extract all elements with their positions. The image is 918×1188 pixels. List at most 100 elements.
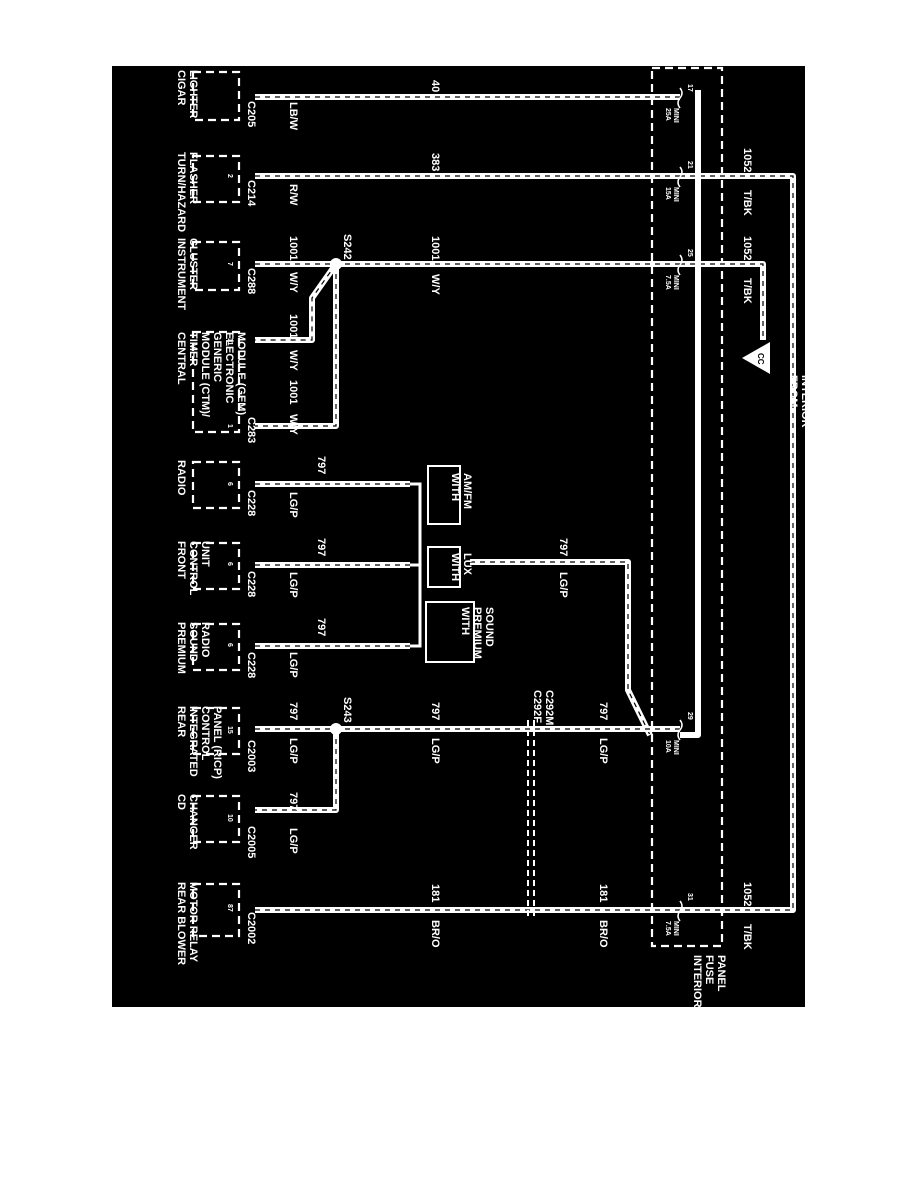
- source-label: FROM INTERIOR FUSE PANEL: [787, 375, 823, 444]
- option-premium-sound: WITHPREMIUMSOUND: [425, 601, 495, 663]
- svg-text:31: 31: [686, 893, 693, 901]
- svg-text:1001: 1001: [287, 380, 299, 404]
- feed-wire-labels: 1052 T/BK 1052 T/BK 1052 T/BK: [741, 148, 753, 950]
- svg-text:LB/W: LB/W: [287, 102, 299, 131]
- svg-text:1052: 1052: [741, 148, 753, 172]
- svg-text:10: 10: [226, 814, 233, 822]
- component-turn-hazard-flasher: 2 C214 TURN/HAZARDFLASHER: [175, 152, 257, 232]
- svg-text:797: 797: [287, 702, 299, 720]
- svg-text:C205: C205: [245, 101, 257, 127]
- svg-text:797: 797: [315, 538, 327, 556]
- svg-text:C228: C228: [245, 652, 257, 678]
- svg-text:C228: C228: [245, 571, 257, 597]
- component-cd-changer: 10 C2005 CDCHANGER: [175, 794, 257, 858]
- svg-text:797: 797: [315, 618, 327, 636]
- svg-text:7: 7: [226, 262, 233, 266]
- svg-text:W/Y: W/Y: [287, 414, 299, 435]
- svg-text:CC: CC: [756, 353, 765, 365]
- svg-text:2: 2: [226, 174, 233, 178]
- svg-text:6: 6: [226, 562, 233, 566]
- component-instrument-cluster: 7 C288 INSTRUMENTCLUSTER: [175, 238, 257, 310]
- svg-text:RADIO: RADIO: [175, 460, 187, 496]
- svg-text:25AMINI: 25AMINI: [664, 108, 679, 123]
- fuse-25: 25 7.5AMINI: [664, 249, 693, 290]
- svg-text:S243: S243: [341, 697, 353, 723]
- svg-text:21: 21: [686, 161, 693, 169]
- svg-text:17: 17: [686, 84, 693, 92]
- svg-text:CIGARLIGHTER: CIGARLIGHTER: [175, 70, 199, 118]
- component-cigar-lighter: C205 CIGARLIGHTER: [175, 70, 257, 127]
- option-bracket: [410, 482, 422, 648]
- svg-text:LG/P: LG/P: [597, 738, 609, 764]
- svg-text:S242: S242: [341, 234, 353, 260]
- svg-text:CENTRAL TIMER MODU: CENTRAL TIMER MODULE (CTM)/ GENERIC ELEC…: [175, 332, 247, 420]
- component-rear-integrated-control-panel: 15 C2003 REARINTEGRATEDCONTROLPANEL (RIC…: [175, 706, 257, 779]
- svg-text:1052: 1052: [741, 882, 753, 906]
- svg-text:T/BK: T/BK: [741, 278, 753, 304]
- cc-source-badge: CC: [742, 342, 770, 374]
- svg-text:C292M: C292M: [543, 690, 555, 725]
- component-premium-sound-radio: 6 C228 PREMIUMSOUNDRADIO: [175, 622, 257, 678]
- svg-text:C228: C228: [245, 490, 257, 516]
- svg-text:INSTRUMENTCLUSTER: INSTRUMENTCLUSTER: [175, 238, 199, 310]
- svg-text:C283: C283: [245, 417, 257, 443]
- svg-text:6: 6: [226, 643, 233, 647]
- svg-text:WITHLUX: WITHLUX: [449, 553, 473, 581]
- wire-labels: 40 LB/W 383 R/W 1001 W/Y 1001 W/Y 1001 W…: [287, 80, 609, 948]
- svg-text:10AMINI: 10AMINI: [664, 740, 679, 755]
- fuse-17: 17 25AMINI: [664, 84, 693, 123]
- svg-text:7.5AMINI: 7.5AMINI: [664, 921, 679, 936]
- svg-text:R/W: R/W: [287, 184, 299, 206]
- svg-text:C2002: C2002: [245, 912, 257, 944]
- svg-text:15AMINI: 15AMINI: [664, 187, 679, 202]
- svg-text:1001: 1001: [287, 314, 299, 338]
- svg-text:BR/O: BR/O: [429, 920, 441, 948]
- svg-text:1001: 1001: [287, 236, 299, 260]
- svg-text:C292F: C292F: [531, 690, 543, 723]
- fuse-31: 31 7.5AMINI: [664, 893, 693, 936]
- interior-fuse-panel-outline: [650, 66, 724, 948]
- svg-text:6: 6: [226, 482, 233, 486]
- feed-wires: [680, 90, 796, 913]
- svg-text:797: 797: [597, 702, 609, 720]
- svg-text:87: 87: [226, 904, 233, 912]
- svg-text:W/Y: W/Y: [287, 272, 299, 293]
- svg-text:LG/P: LG/P: [287, 572, 299, 598]
- splice-s242: S242: [330, 234, 353, 270]
- svg-text:1: 1: [226, 424, 233, 428]
- svg-text:29: 29: [686, 712, 693, 720]
- component-central-timer-module: 11 1 C283 CENTRAL TIMER MODULE (CTM)/ GE…: [175, 330, 257, 443]
- fuse-21: 21 15AMINI: [664, 161, 693, 202]
- svg-text:LG/P: LG/P: [287, 738, 299, 764]
- svg-text:797: 797: [557, 538, 569, 556]
- svg-text:15: 15: [226, 726, 233, 734]
- svg-text:25: 25: [686, 249, 693, 257]
- svg-text:1052: 1052: [741, 236, 753, 260]
- component-rear-blower-motor-relay: 87 C2002 REAR BLOWERMOTOR RELAY: [175, 882, 257, 965]
- fuse-29: 29 10AMINI: [664, 712, 693, 755]
- svg-text:TURN/HAZARDFLASHER: TURN/HAZARDFLASHER: [175, 152, 199, 232]
- svg-text:BR/O: BR/O: [597, 920, 609, 948]
- svg-text:C2003: C2003: [245, 740, 257, 772]
- svg-text:LG/P: LG/P: [429, 738, 441, 764]
- svg-text:181: 181: [429, 884, 441, 902]
- option-am-fm: WITHAM/FM: [427, 465, 473, 525]
- component-radio: 6 C228 RADIO: [175, 460, 257, 516]
- svg-text:PREMIUMSOUNDRADIO: PREMIUMSOUNDRADIO: [175, 622, 211, 674]
- svg-text:W/Y: W/Y: [287, 350, 299, 371]
- main-wires: [255, 94, 680, 913]
- svg-text:181: 181: [597, 884, 609, 902]
- svg-text:REARINTEGRATEDCONTROLPANEL (RI: REARINTEGRATEDCONTROLPANEL (RICP): [175, 706, 223, 779]
- interior-fuse-panel-label: INTERIOR FUSE PANEL: [691, 955, 727, 1011]
- svg-text:797: 797: [287, 792, 299, 810]
- svg-text:CDCHANGER: CDCHANGER: [175, 794, 199, 850]
- svg-text:C214: C214: [245, 180, 257, 207]
- svg-text:7.5AMINI: 7.5AMINI: [664, 275, 679, 290]
- svg-text:797: 797: [429, 702, 441, 720]
- svg-text:LG/P: LG/P: [287, 492, 299, 518]
- svg-text:1001: 1001: [429, 236, 441, 260]
- svg-text:LG/P: LG/P: [287, 652, 299, 678]
- svg-text:C2005: C2005: [245, 826, 257, 858]
- svg-text:REAR BLOWERMOTOR RELAY: REAR BLOWERMOTOR RELAY: [175, 882, 199, 965]
